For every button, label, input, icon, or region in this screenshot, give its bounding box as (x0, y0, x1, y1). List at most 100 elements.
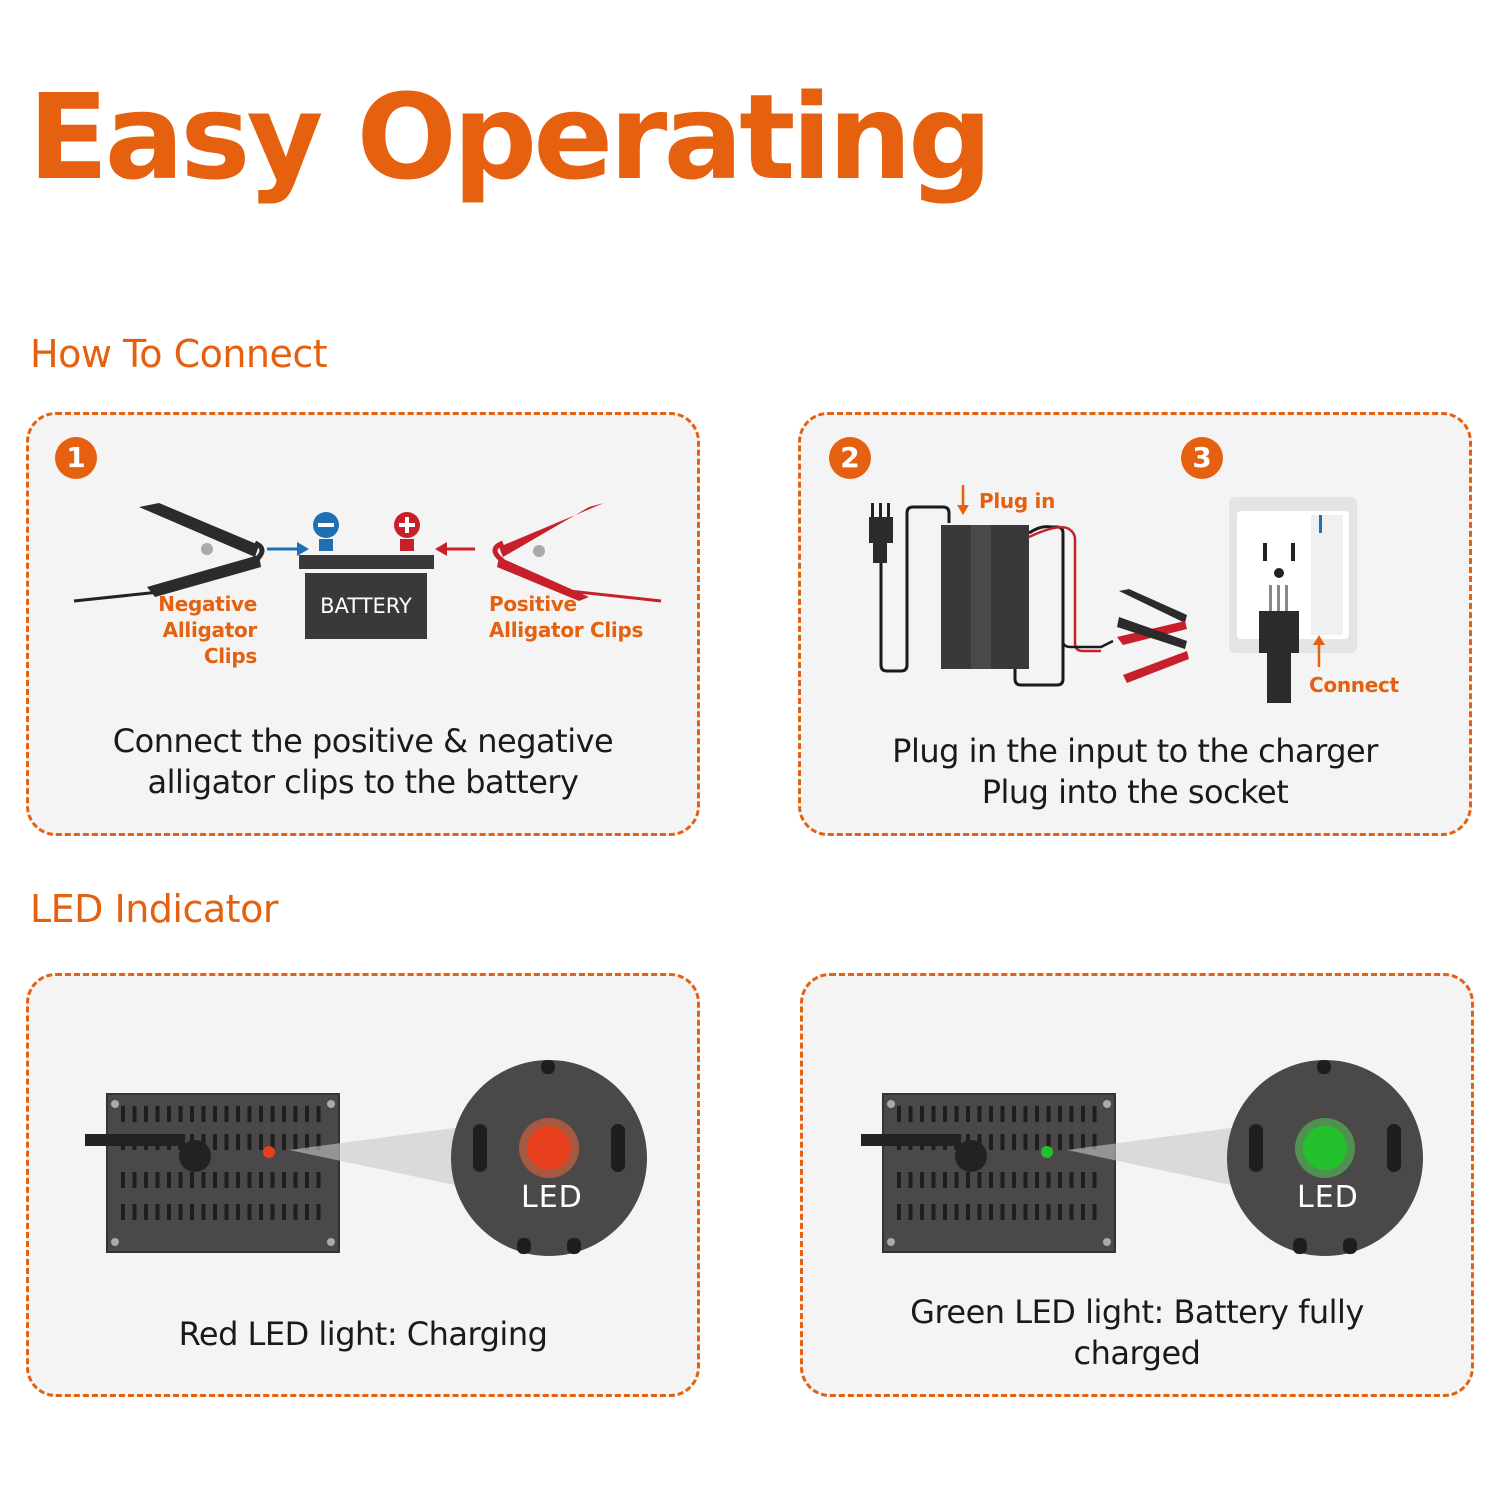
vent-slot (190, 1204, 194, 1220)
vent-slot (1069, 1106, 1074, 1122)
vent-slot (236, 1204, 240, 1220)
vent-slot (920, 1204, 924, 1220)
positive-clips-label: Positive Alligator Clips (489, 591, 669, 643)
output-cable-red (1028, 526, 1101, 653)
small-green-led (1041, 1146, 1053, 1158)
vent-slot (316, 1134, 321, 1150)
step1-caption: Connect the positive & negative alligato… (29, 721, 697, 803)
vent-slot (213, 1134, 217, 1150)
minus-circle-icon (313, 512, 339, 551)
vent-slot (224, 1204, 229, 1220)
vent-slot (155, 1204, 160, 1220)
vent-slot (1012, 1106, 1016, 1122)
vent-slot (213, 1172, 217, 1188)
vent-slot (190, 1172, 194, 1188)
vent-slot (167, 1172, 171, 1188)
vent-slot (1000, 1134, 1005, 1150)
vent-slot (259, 1172, 263, 1188)
vent-slot (1046, 1134, 1051, 1150)
vent-slot (305, 1106, 309, 1122)
small-red-led (263, 1146, 275, 1158)
vent-slot (213, 1204, 217, 1220)
vent-slot (155, 1106, 160, 1122)
step23-caption-line1: Plug in the input to the charger (892, 732, 1378, 770)
vent-slot (1012, 1204, 1016, 1220)
vent-slot (247, 1204, 252, 1220)
vent-slot (316, 1172, 321, 1188)
vent-slot (989, 1134, 993, 1150)
green-led-panel: LED Green LED light: Battery fully charg… (800, 973, 1474, 1397)
charger-plug-illustration (869, 485, 1357, 703)
input-cable (879, 505, 951, 673)
green-led-caption: Green LED light: Battery fully charged (803, 1292, 1471, 1374)
vent-slot (213, 1106, 217, 1122)
vent-slot (201, 1134, 206, 1150)
vent-slot (966, 1106, 970, 1122)
vent-slot (943, 1204, 947, 1220)
vent-slot (1092, 1106, 1097, 1122)
vent-slot (931, 1172, 936, 1188)
vent-slot (954, 1172, 959, 1188)
connect-label: Connect (1309, 673, 1399, 697)
vent-slot (908, 1106, 913, 1122)
vent-slot (1081, 1204, 1085, 1220)
vent-slot (201, 1204, 206, 1220)
vent-slot (943, 1172, 947, 1188)
vent-slot (1092, 1204, 1097, 1220)
vent-slot (931, 1204, 936, 1220)
step23-caption: Plug in the input to the charger Plug in… (801, 731, 1469, 813)
charger-front-icon (861, 1093, 1116, 1253)
negative-clip-icon (73, 503, 265, 603)
arrow-up-icon (1313, 635, 1325, 667)
vent-slot (144, 1204, 148, 1220)
vent-slot (1000, 1172, 1005, 1188)
vent-slot (247, 1134, 252, 1150)
arrow-right-icon (267, 542, 309, 556)
vent-slot (1035, 1204, 1039, 1220)
vent-slot (178, 1204, 183, 1220)
vent-slot (293, 1204, 298, 1220)
vent-slot (1081, 1106, 1085, 1122)
vent-slot (1000, 1204, 1005, 1220)
vent-slot (1023, 1134, 1028, 1150)
led-indicator-heading: LED Indicator (30, 887, 278, 931)
vent-slot (224, 1106, 229, 1122)
vent-slot (305, 1134, 309, 1150)
socket-plug-icon (1259, 585, 1299, 703)
vent-slot (954, 1106, 959, 1122)
vent-slot (989, 1172, 993, 1188)
vent-slot (305, 1172, 309, 1188)
vent-slot (293, 1106, 298, 1122)
vent-slot (1000, 1106, 1005, 1122)
vent-slot (1081, 1172, 1085, 1188)
vent-slot (270, 1106, 275, 1122)
how-to-connect-heading: How To Connect (30, 332, 328, 376)
charger-icon (941, 525, 1029, 669)
vent-slot (236, 1106, 240, 1122)
vent-slot (966, 1172, 970, 1188)
vent-slot (201, 1172, 206, 1188)
vent-slot (908, 1172, 913, 1188)
vent-slot (121, 1172, 125, 1188)
led-zoom-icon (451, 1060, 647, 1256)
step23-panel: 2 3 (798, 412, 1472, 836)
vent-slot (236, 1172, 240, 1188)
vent-slot (897, 1172, 901, 1188)
vent-slot (1046, 1106, 1051, 1122)
vent-slot (989, 1106, 993, 1122)
vent-slot (144, 1106, 148, 1122)
negative-label-line2: Alligator Clips (162, 618, 258, 668)
vent-slot (270, 1134, 275, 1150)
vent-slot (282, 1204, 286, 1220)
arrow-down-icon (957, 485, 969, 515)
vent-slot (1069, 1134, 1074, 1150)
vent-slot (316, 1204, 321, 1220)
step1-badge: 1 (55, 437, 97, 479)
arrow-left-icon (435, 542, 475, 556)
output-cable-black (1013, 525, 1065, 687)
vent-slot (920, 1172, 924, 1188)
vent-slot (247, 1172, 252, 1188)
red-led-caption: Red LED light: Charging (178, 1315, 548, 1353)
vent-slot (1058, 1106, 1062, 1122)
vent-slot (293, 1134, 298, 1150)
